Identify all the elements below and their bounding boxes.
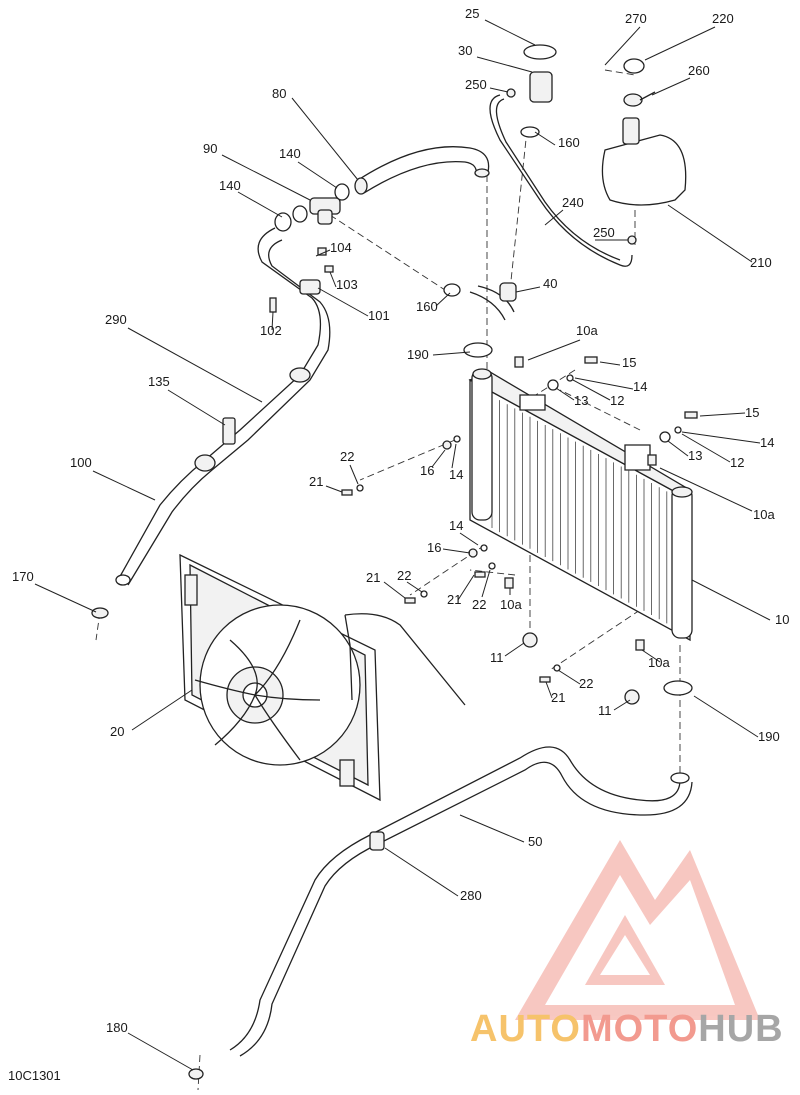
callout-80: 80: [272, 86, 286, 101]
callout-102: 102: [260, 323, 282, 338]
callout-190: 190: [758, 729, 780, 744]
callout-labels: 25 270 220 30 250 260 80 160 90 140 140 …: [12, 6, 789, 1035]
diagram-code: 10C1301: [8, 1068, 61, 1083]
callout-14: 14: [633, 379, 647, 394]
callout-21: 21: [366, 570, 380, 585]
callout-13: 13: [688, 448, 702, 463]
callout-260: 260: [688, 63, 710, 78]
leader-lines: [34, 19, 771, 1071]
callout-250: 250: [465, 77, 487, 92]
callout-15: 15: [622, 355, 636, 370]
watermark-text: AUTOMOTOHUB: [470, 1008, 784, 1051]
callout-10a: 10a: [500, 597, 522, 612]
callout-10: 10: [775, 612, 789, 627]
callout-16: 16: [427, 540, 441, 555]
coolant-reservoir: [601, 58, 687, 206]
lower-hose: [188, 680, 693, 1080]
fan-assembly: [179, 553, 466, 802]
callout-40: 40: [543, 276, 557, 291]
callout-103: 103: [336, 277, 358, 292]
callout-140: 140: [219, 178, 241, 193]
callout-170: 170: [12, 569, 34, 584]
watermark-auto: AUTO: [470, 1008, 581, 1050]
hose-40: [443, 282, 517, 358]
callout-14: 14: [449, 518, 463, 533]
callout-21: 21: [551, 690, 565, 705]
callout-22: 22: [579, 676, 593, 691]
callout-12: 12: [730, 455, 744, 470]
callout-240: 240: [562, 195, 584, 210]
hardware: [91, 88, 698, 705]
callout-101: 101: [368, 308, 390, 323]
callout-22: 22: [397, 568, 411, 583]
lower-left-hoses: [115, 227, 331, 586]
callout-180: 180: [106, 1020, 128, 1035]
callout-22: 22: [472, 597, 486, 612]
callout-250: 250: [593, 225, 615, 240]
callout-25: 25: [465, 6, 479, 21]
watermark-hub: HUB: [698, 1008, 784, 1050]
callout-16: 16: [420, 463, 434, 478]
watermark-moto: MOTO: [580, 1008, 699, 1050]
callout-11: 11: [598, 703, 612, 718]
callout-290: 290: [105, 312, 127, 327]
callout-135: 135: [148, 374, 170, 389]
callout-21: 21: [309, 474, 323, 489]
callout-104: 104: [330, 240, 352, 255]
callout-14: 14: [449, 467, 463, 482]
callout-10a: 10a: [753, 507, 775, 522]
callout-160: 160: [416, 299, 438, 314]
callout-100: 100: [70, 455, 92, 470]
watermark-logo: [515, 840, 760, 1020]
callout-30: 30: [458, 43, 472, 58]
callout-21: 21: [447, 592, 461, 607]
callout-270: 270: [625, 11, 647, 26]
callout-50: 50: [528, 834, 542, 849]
callout-20: 20: [110, 724, 124, 739]
callout-10a: 10a: [576, 323, 598, 338]
callout-160: 160: [558, 135, 580, 150]
callout-220: 220: [712, 11, 734, 26]
callout-12: 12: [610, 393, 624, 408]
tee-fitting: [274, 183, 350, 232]
callout-15: 15: [745, 405, 759, 420]
callout-10a: 10a: [648, 655, 670, 670]
callout-280: 280: [460, 888, 482, 903]
callout-22: 22: [340, 449, 354, 464]
upper-hose: [354, 146, 490, 195]
callout-90: 90: [203, 141, 217, 156]
callout-13: 13: [574, 393, 588, 408]
callout-210: 210: [750, 255, 772, 270]
callout-190: 190: [407, 347, 429, 362]
callout-11: 11: [490, 650, 504, 665]
callout-140: 140: [279, 146, 301, 161]
callout-14: 14: [760, 435, 774, 450]
radiator: [468, 368, 693, 642]
filler-neck: [489, 44, 633, 267]
